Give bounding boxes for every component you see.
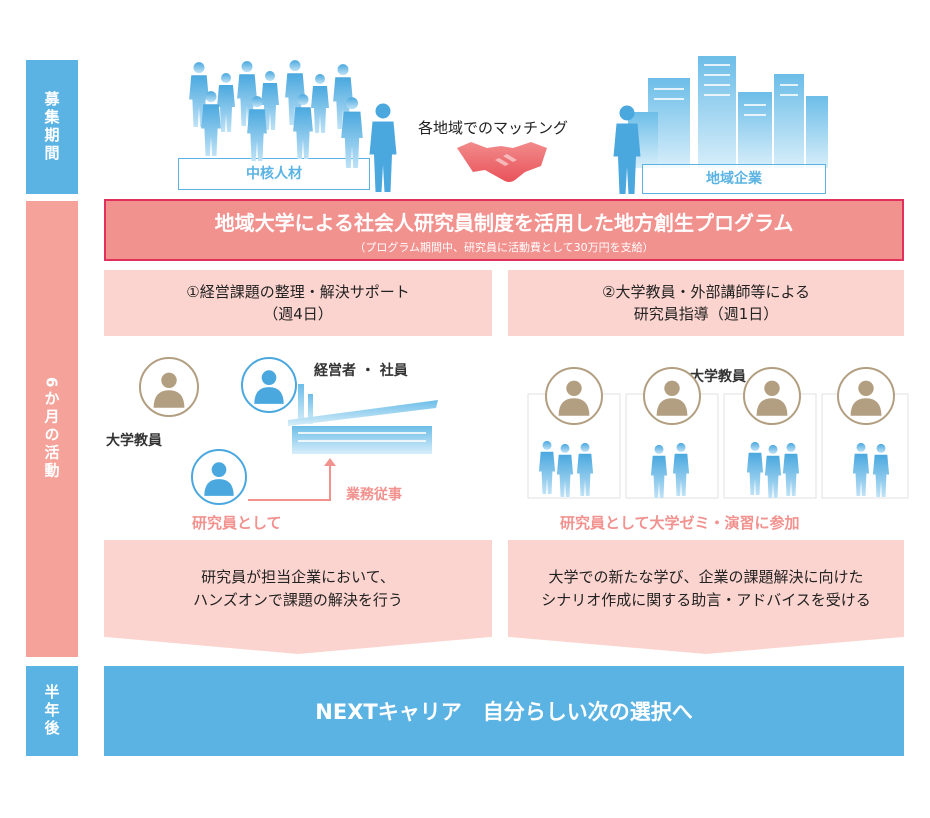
track1-title: ①経営課題の整理・解決サポート <box>186 283 410 301</box>
next-career-bar: NEXTキャリア 自分らしい次の選択へ <box>104 666 904 756</box>
track2-result-box: 大学での新たな学び、企業の課題解決に向けた シナリオ作成に関する助言・アドバイス… <box>508 540 904 654</box>
talent-label-box: 中核人材 <box>178 158 370 190</box>
company-buildings-illustration <box>613 56 828 194</box>
talent-crowd-illustration <box>189 60 397 192</box>
company-label-box: 地域企業 <box>642 164 826 194</box>
duty-arrow <box>248 458 336 501</box>
manager-avatar-icon <box>241 357 297 413</box>
managers-label: 経営者 ・ 社員 <box>314 363 408 379</box>
talent-label: 中核人材 <box>246 166 302 182</box>
track1-result-line1: 研究員が担当企業において、 <box>201 568 395 586</box>
track1-schedule: （週4日） <box>263 305 333 323</box>
company-label: 地域企業 <box>706 171 762 187</box>
phase-after-label: 半年後 <box>42 684 61 738</box>
seminar-illustration <box>527 367 909 499</box>
phase-activity: 6か月の活動 <box>26 201 78 657</box>
track2-result-line1: 大学での新たな学び、企業の課題解決に向けた <box>548 568 864 586</box>
track2-researcher-label: 研究員として大学ゼミ・演習に参加 <box>560 514 800 532</box>
track2-box: ②大学教員・外部講師等による 研究員指導（週1日） <box>508 270 904 336</box>
phase-after: 半年後 <box>26 666 78 756</box>
program-banner: 地域大学による社会人研究員制度を活用した地方創生プログラム （プログラム期間中、… <box>104 199 904 261</box>
program-subtitle: （プログラム期間中、研究員に活動費として30万円を支給） <box>354 241 654 254</box>
track2-schedule: 研究員指導（週1日） <box>633 305 779 323</box>
next-career-text: NEXTキャリア 自分らしい次の選択へ <box>315 700 693 724</box>
factory-illustration <box>288 384 438 454</box>
researcher-avatar-icon <box>191 449 247 505</box>
track1-box: ①経営課題の整理・解決サポート （週4日） <box>104 270 492 336</box>
phase-activity-label: 6か月の活動 <box>42 377 61 481</box>
phase-recruit-label: 募集期間 <box>42 91 61 163</box>
duty-label: 業務従事 <box>346 487 402 503</box>
track1-researcher-label: 研究員として <box>192 514 282 532</box>
faculty-avatar-icon <box>139 357 199 417</box>
phase-recruit: 募集期間 <box>26 60 78 194</box>
handshake-icon <box>457 142 547 182</box>
track2-result-line2: シナリオ作成に関する助言・アドバイスを受ける <box>541 591 871 609</box>
matching-label: 各地域でのマッチング <box>418 119 569 137</box>
track2-faculty-label: 大学教員 <box>690 369 746 385</box>
program-title: 地域大学による社会人研究員制度を活用した地方創生プログラム <box>214 211 794 235</box>
track1-result-box: 研究員が担当企業において、 ハンズオンで課題の解決を行う <box>104 540 492 654</box>
track2-title: ②大学教員・外部講師等による <box>602 283 810 301</box>
track1-result-line2: ハンズオンで課題の解決を行う <box>193 591 403 609</box>
track1-faculty-label: 大学教員 <box>106 433 162 449</box>
